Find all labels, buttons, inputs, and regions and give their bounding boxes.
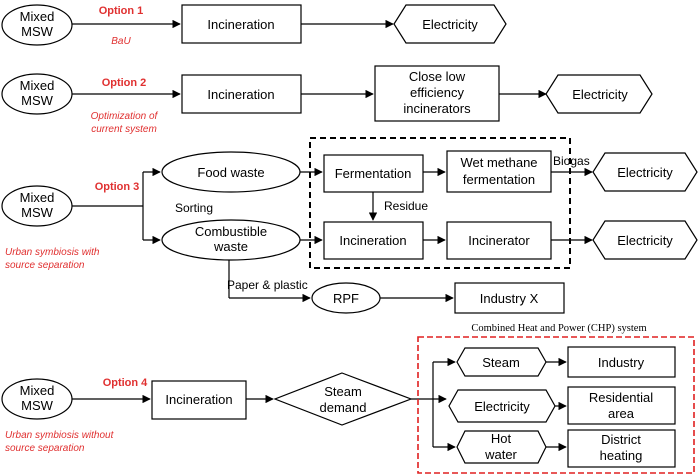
residential-area-line1: Residential xyxy=(589,390,653,405)
option-2-row: Mixed MSW Option 2 Optimization of curre… xyxy=(1,65,653,135)
option-2-desc-line2: current system xyxy=(91,124,157,135)
option-4-desc-line1: Urban symbiosis without xyxy=(5,430,115,441)
option-4-incineration-label: Incineration xyxy=(165,392,232,407)
district-heating-line2: heating xyxy=(600,448,643,463)
option-3-label: Option 3 xyxy=(95,181,140,193)
wet-methane-line1: Wet methane xyxy=(460,155,537,170)
option-3-mixed-msw-line1: Mixed xyxy=(20,190,55,205)
option-2-label: Option 2 xyxy=(102,77,147,89)
option-2-electricity-label: Electricity xyxy=(572,87,628,102)
option-4-desc-line2: source separation xyxy=(5,443,85,454)
steam-demand-line1: Steam xyxy=(324,384,362,399)
industry-x-label: Industry X xyxy=(480,291,539,306)
option-3-incineration-label: Incineration xyxy=(339,233,406,248)
option-2-incineration-node xyxy=(181,74,302,114)
chp-electricity-label: Electricity xyxy=(474,399,530,414)
industry-x-node xyxy=(454,282,565,314)
option-3-electricity-2-label: Electricity xyxy=(617,233,673,248)
option-2-close-low-efficiency-node xyxy=(374,65,500,122)
industry-label: Industry xyxy=(598,355,645,370)
option-3-row: Mixed MSW Option 3 Urban symbiosis with … xyxy=(1,137,698,314)
fermentation-label: Fermentation xyxy=(335,166,412,181)
option-3-mixed-msw-line2: MSW xyxy=(21,205,54,220)
sorting-label: Sorting xyxy=(175,201,213,215)
option-2-mixed-msw-line2: MSW xyxy=(21,93,54,108)
option-2-desc-line1: Optimization of xyxy=(91,111,159,122)
fermentation-node xyxy=(323,154,424,193)
option-2-close-line2: efficiency xyxy=(410,85,464,100)
option-2-close-line1: Close low xyxy=(409,69,466,84)
hot-water-node xyxy=(456,430,547,464)
option-4-incineration-node xyxy=(151,380,247,420)
hot-water-line1: Hot xyxy=(491,431,512,446)
option-3-desc-line2: source separation xyxy=(5,260,85,271)
option-4-label: Option 4 xyxy=(103,377,148,389)
option-3-electricity-1-label: Electricity xyxy=(617,165,673,180)
option-1-electricity-node xyxy=(393,4,507,44)
option-2-incineration-label: Incineration xyxy=(207,87,274,102)
option-1-incineration-label: Incineration xyxy=(207,17,274,32)
chp-system-title: Combined Heat and Power (CHP) system xyxy=(471,323,646,334)
wet-methane-fermentation-node xyxy=(446,150,552,193)
incinerator-label: Incinerator xyxy=(468,233,530,248)
option-3-electricity-incinerator-node xyxy=(592,220,698,260)
steam-node xyxy=(456,347,547,377)
steam-label: Steam xyxy=(482,355,520,370)
option-3-electricity-biogas-node xyxy=(592,152,698,192)
rpf-label: RPF xyxy=(333,291,359,306)
industry-node xyxy=(567,346,676,378)
district-heating-line1: District xyxy=(601,432,641,447)
paper-plastic-label: Paper & plastic xyxy=(227,278,308,292)
chp-system-group xyxy=(417,336,695,474)
option-3-desc-line1: Urban symbiosis with xyxy=(5,247,100,258)
option-1-incineration-node xyxy=(181,4,302,44)
biogas-label: Biogas xyxy=(553,154,590,168)
combustible-waste-line2: waste xyxy=(213,239,248,254)
residential-area-line2: area xyxy=(608,406,635,421)
option-3-treatment-group xyxy=(309,137,571,269)
district-heating-node xyxy=(567,429,676,468)
option-2-electricity-node xyxy=(545,74,653,114)
option-1-label: Option 1 xyxy=(99,5,144,17)
option-3-incineration-node xyxy=(323,221,424,260)
combustible-waste-line1: Combustible xyxy=(195,224,267,239)
residue-label: Residue xyxy=(384,199,428,213)
food-waste-label: Food waste xyxy=(197,165,264,180)
option-1-row: Mixed MSW Option 1 BaU Incineration Elec… xyxy=(1,4,507,47)
option-1-electricity-label: Electricity xyxy=(422,17,478,32)
option-4-mixed-msw-line1: Mixed xyxy=(20,383,55,398)
option-2-close-line3: incinerators xyxy=(403,101,471,116)
chp-electricity-node xyxy=(448,389,556,423)
hot-water-line2: water xyxy=(484,447,517,462)
wet-methane-line2: fermentation xyxy=(463,172,535,187)
option-2-mixed-msw-line1: Mixed xyxy=(20,78,55,93)
option-1-mixed-msw-line1: Mixed xyxy=(20,9,55,24)
option-4-row: Mixed MSW Option 4 Urban symbiosis witho… xyxy=(1,323,695,474)
option-4-mixed-msw-line2: MSW xyxy=(21,398,54,413)
steam-demand-decision-node xyxy=(273,372,413,426)
option-1-mixed-msw-line2: MSW xyxy=(21,24,54,39)
option-1-desc: BaU xyxy=(111,36,131,47)
residential-area-node xyxy=(567,386,676,425)
steam-demand-line2: demand xyxy=(320,400,367,415)
option-1-mixed-msw-node xyxy=(1,4,73,46)
